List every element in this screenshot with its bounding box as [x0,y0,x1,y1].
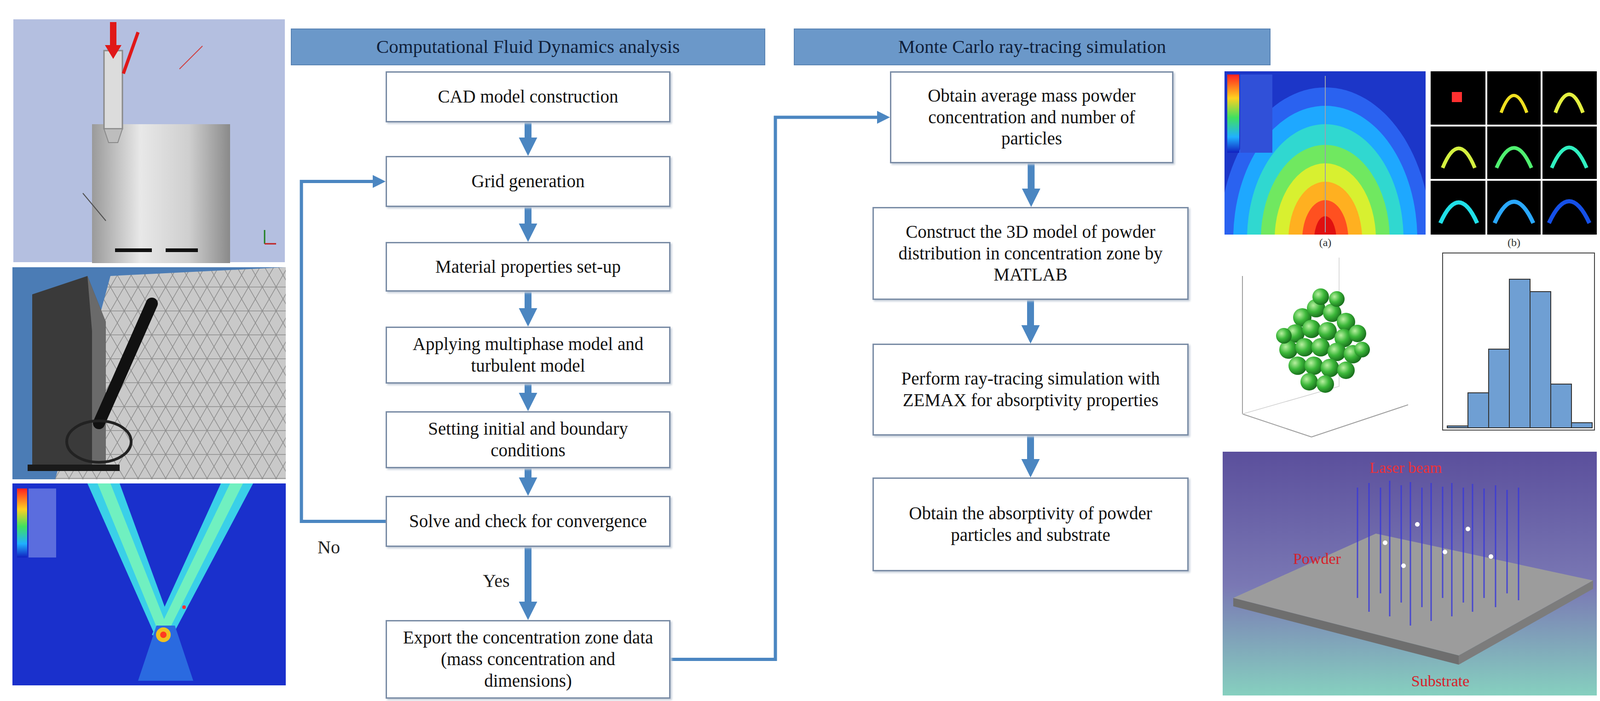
mesh-image [12,267,286,480]
step-text: Perform ray-tracing simulation with ZEMA… [883,368,1179,412]
flow-arrow [524,547,532,602]
part-label: Powder [1293,550,1341,568]
flow-arrow [524,291,532,309]
step-text: Obtain average mass powder concentration… [900,85,1163,150]
process-box: Perform ray-tracing simulation with ZEMA… [872,343,1189,436]
process-box: Construct the 3D model of powder distrib… [872,207,1189,301]
part-label: Substrate [1411,672,1470,690]
step-text: Solve and check for convergence [409,510,647,533]
flow-arrow [670,117,878,660]
step-text: Obtain the absorptivity of powder partic… [883,502,1179,547]
histogram [1442,253,1595,431]
process-box: Setting initial and boundary conditions [385,411,671,469]
flow-arrow [1027,163,1035,189]
flow-arrow [524,383,532,393]
process-box: Applying multiphase model and turbulent … [385,326,671,384]
figure-label: (a) [1319,236,1332,249]
process-box: CAD model construction [385,71,671,123]
step-text: Material properties set-up [435,256,621,278]
powder-jet-image [12,483,286,686]
step-text: Grid generation [471,170,585,193]
flow-arrow [1027,300,1034,326]
process-box: Obtain the absorptivity of powder partic… [872,477,1189,572]
step-text: CAD model construction [437,86,619,108]
laser-render [1222,451,1597,696]
section-header: Monte Carlo ray-tracing simulation [793,28,1271,66]
flow-arrow [524,122,532,138]
cad-model-image [12,18,286,264]
header-text: Monte Carlo ray-tracing simulation [898,35,1167,58]
flow-arrow [1027,435,1034,460]
edge-label: Yes [482,571,510,592]
flow-arrow [301,181,386,522]
process-box: Obtain average mass powder concentration… [889,71,1174,164]
process-box: Export the concentration zone data (mass… [385,620,671,699]
part-label: Laser beam [1369,459,1443,477]
process-box: Material properties set-up [385,242,671,292]
section-header: Computational Fluid Dynamics analysis [290,28,766,66]
flow-arrow [524,468,532,478]
header-text: Computational Fluid Dynamics analysis [376,35,680,58]
edge-label: No [317,537,341,558]
flow-arrow [524,207,532,224]
step-text: Setting initial and boundary conditions [396,418,660,462]
figure-label: (b) [1507,236,1521,249]
contour-slices [1430,71,1597,235]
step-text: Export the concentration zone data (mass… [396,627,660,692]
step-text: Applying multiphase model and turbulent … [396,333,660,377]
step-text: Construct the 3D model of powder distrib… [883,221,1179,286]
process-box: Grid generation [385,155,671,208]
particle-cluster [1242,257,1409,438]
process-box: Solve and check for convergence [385,496,671,548]
concentration-map [1219,71,1432,392]
